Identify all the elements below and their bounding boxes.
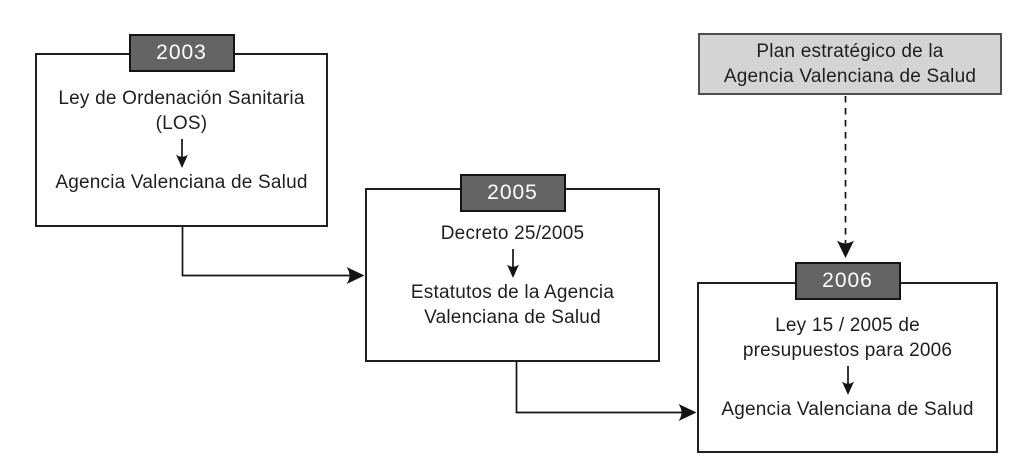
year-tab-2005-label: 2005 [487,181,538,204]
box-2006-content: Ley 15 / 2005 de presupuestos para 2006 … [699,284,996,451]
right-arrow-icon [678,404,697,421]
box-2003-result-text: Agencia Valenciana de Salud [55,171,308,193]
year-tab-2003-label: 2003 [156,41,207,64]
year-tab-2006-label: 2006 [822,269,873,292]
plan-box-label: Plan estratégico de la Agencia Valencian… [723,41,977,87]
year-tab-2006: 2006 [794,262,901,300]
right-arrow-icon [346,267,365,284]
plan-box: Plan estratégico de la Agencia Valencian… [698,33,1002,95]
box-2003-law-text: Ley de Ordenación Sanitaria (LOS) [58,87,305,134]
box-2005-law-text: Decreto 25/2005 [440,222,585,244]
connector-2005-to-2006 [515,362,682,414]
year-tab-2005: 2005 [459,174,566,212]
box-2005: 2005 Decreto 25/2005 Estatutos de la Age… [365,174,660,362]
down-arrow-icon [175,138,188,168]
box-2003: 2003 Ley de Ordenación Sanitaria (LOS) A… [35,34,328,227]
down-arrow-icon [841,366,854,395]
down-arrow-icon [837,240,854,258]
box-2005-content: Decreto 25/2005 Estatutos de la Agencia … [367,190,658,360]
box-2006-result-text: Agencia Valenciana de Salud [721,399,974,420]
box-2006-law-text: Ley 15 / 2005 de presupuestos para 2006 [742,315,953,361]
year-tab-2003: 2003 [128,34,235,72]
box-2006: 2006 Ley 15 / 2005 de presupuestos para … [697,262,998,453]
box-2005-result-text: Estatutos de la Agencia Valenciana de Sa… [410,281,615,328]
box-2003-content: Ley de Ordenación Sanitaria (LOS) Agenci… [37,55,326,225]
down-arrow-icon [506,248,519,278]
connector-2003-to-2005 [181,227,350,277]
